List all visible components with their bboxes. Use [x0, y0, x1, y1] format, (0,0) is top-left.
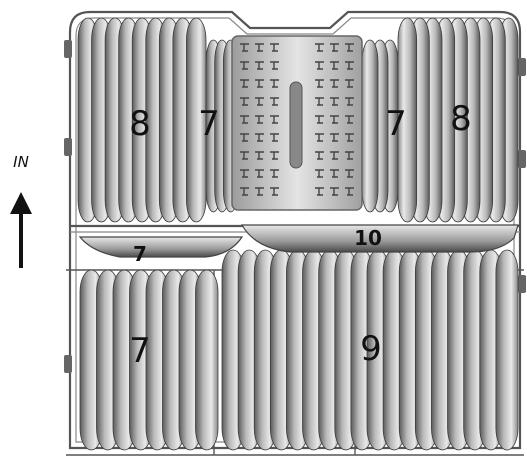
position-number-upper-left-inner: 7 — [198, 104, 220, 144]
cutlery-basket-handle — [290, 82, 302, 168]
clip-left-upper — [64, 40, 72, 58]
clip-right-mid — [518, 150, 526, 168]
clip-right-low — [518, 275, 526, 293]
plate — [196, 270, 219, 450]
bowl-left — [80, 237, 242, 257]
bowl-left-shape — [80, 237, 242, 257]
cutlery-basket — [232, 36, 362, 210]
position-number-upper-left-outer: 8 — [129, 104, 151, 144]
clip-left-mid — [64, 138, 72, 156]
plate — [362, 40, 378, 212]
position-number-lower-right: 9 — [360, 329, 382, 369]
position-number-upper-right-outer: 8 — [450, 99, 472, 139]
in-direction-indicator: IN — [10, 153, 32, 268]
in-arrow-head — [10, 192, 32, 214]
clip-left-low — [64, 355, 72, 373]
in-label: IN — [13, 153, 29, 171]
position-number-bowl-left: 7 — [133, 242, 147, 266]
position-number-upper-right-inner: 7 — [385, 104, 407, 144]
position-number-lower-left: 7 — [129, 331, 151, 371]
clip-right-upper — [518, 58, 526, 76]
position-number-bowl-right: 10 — [354, 226, 382, 250]
plate — [496, 250, 518, 450]
